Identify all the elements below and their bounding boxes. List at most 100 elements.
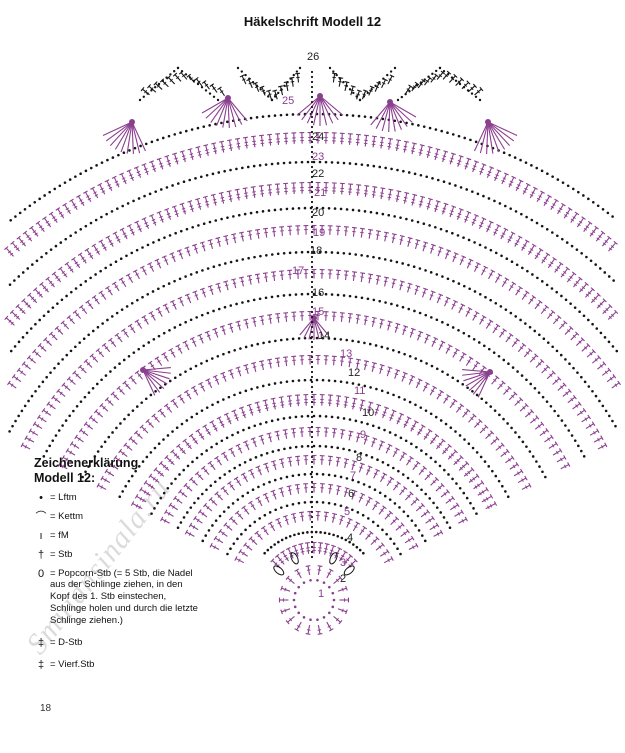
stitch-post-mark — [305, 455, 307, 465]
stitch-top-mark — [154, 356, 160, 360]
stitch-post-mark — [597, 444, 607, 450]
chain-stitch-mark — [208, 220, 212, 224]
stitch-bar-mark — [379, 444, 383, 447]
stitch-bar-mark — [87, 252, 92, 256]
stitch-bar-mark — [464, 411, 468, 415]
stitch-bar-mark — [572, 216, 576, 219]
stitch-top-mark — [520, 468, 524, 474]
stitch-bar-mark — [541, 259, 546, 263]
stitch-bar-mark — [211, 500, 216, 504]
chain-stitch-mark — [366, 422, 369, 426]
stitch-top-mark — [395, 368, 401, 372]
stitch-top-mark — [228, 447, 233, 451]
stitch-post-mark — [345, 271, 348, 281]
chain-stitch-mark — [467, 442, 471, 446]
chain-stitch-mark — [95, 382, 99, 386]
stitch-bar-mark — [166, 160, 171, 163]
chain-stitch-mark — [417, 529, 421, 532]
stitch-post-mark — [250, 537, 258, 545]
chain-stitch-mark — [362, 483, 366, 486]
stitch-top-mark — [602, 361, 607, 366]
stitch-bar-mark — [565, 391, 569, 395]
stitch-bar-mark — [36, 291, 41, 295]
stitch-top-mark — [186, 73, 191, 78]
stitch-post-mark — [149, 475, 160, 483]
chain-stitch-mark — [218, 514, 222, 518]
chain-stitch-mark — [432, 501, 435, 505]
stitch-top-mark — [600, 435, 604, 441]
stitch-post-mark — [280, 459, 284, 469]
stitch-post-mark — [269, 522, 276, 532]
stitch-bar-mark — [186, 486, 190, 490]
stitch-top-mark — [528, 348, 533, 353]
stitch-bar-mark — [608, 315, 612, 320]
stitch-post-mark — [28, 294, 38, 304]
stitch-post-mark — [249, 469, 255, 479]
chain-stitch-mark — [291, 474, 295, 478]
chain-stitch-mark — [310, 190, 314, 194]
stitch-top-mark — [388, 137, 394, 140]
chain-stitch-mark — [553, 409, 556, 413]
stitch-top-mark — [289, 76, 295, 79]
chain-stitch-mark — [367, 517, 370, 520]
chain-stitch-mark — [41, 380, 45, 384]
stitch-top-mark — [231, 409, 237, 413]
chain-stitch-mark — [497, 479, 501, 483]
stitch-bar-mark — [176, 76, 180, 80]
chain-stitch-mark — [529, 382, 533, 386]
stitch-top-mark — [283, 356, 289, 358]
stitch-bar-mark — [130, 176, 134, 180]
chain-stitch-mark — [310, 130, 314, 134]
chain-stitch-mark — [282, 294, 286, 297]
fan-stitch-mark — [479, 121, 489, 154]
stitch-top-mark — [447, 443, 452, 448]
chain-stitch-mark — [378, 256, 381, 260]
stitch-bar-mark — [10, 321, 14, 325]
stitch-post-mark — [228, 191, 232, 203]
stitch-post-mark — [405, 85, 411, 95]
stitch-bar-mark — [459, 466, 463, 471]
stitch-post-mark — [86, 249, 94, 260]
stitch-bar-mark — [163, 81, 167, 85]
stitch-post-mark — [442, 445, 451, 455]
chain-stitch-mark — [383, 428, 386, 432]
stitch-bar-mark — [441, 158, 446, 161]
chain-stitch-mark — [328, 585, 331, 589]
stitch-post-mark — [352, 227, 355, 237]
stitch-post-mark — [110, 463, 119, 470]
chain-stitch-mark — [291, 502, 295, 506]
chain-stitch-mark — [582, 455, 586, 458]
stitch-bar-mark — [396, 195, 400, 197]
stitch-bar-mark — [295, 552, 299, 555]
chain-stitch-mark — [301, 531, 305, 535]
stitch-post-mark — [281, 608, 291, 613]
chain-stitch-mark — [310, 145, 314, 149]
stitch-bar-mark — [101, 244, 106, 247]
stitch-bar-mark — [430, 247, 435, 250]
stitch-bar-mark — [244, 192, 248, 194]
stitch-post-mark — [173, 153, 179, 165]
stitch-bar-mark — [536, 252, 541, 256]
chain-stitch-mark — [560, 237, 564, 241]
chain-stitch-mark — [182, 516, 186, 519]
stitch-bar-mark — [196, 518, 200, 523]
stitch-post-mark — [245, 365, 249, 375]
stitch-bar-mark — [368, 233, 372, 235]
stitch-post-mark — [472, 161, 477, 173]
stitch-bar-mark — [449, 160, 453, 163]
chain-stitch-mark — [310, 440, 314, 444]
chain-stitch-mark — [342, 294, 346, 297]
stitch-post-mark — [540, 306, 548, 315]
chain-stitch-mark — [211, 403, 214, 407]
stitch-post-mark — [458, 518, 467, 524]
chain-stitch-mark — [64, 419, 68, 422]
stitch-post-mark — [211, 84, 218, 93]
chain-stitch-mark — [537, 391, 541, 394]
row-number-label: 6 — [348, 488, 354, 500]
chain-stitch-mark — [199, 175, 203, 179]
stitch-top-mark — [352, 489, 358, 493]
stitch-post-mark — [228, 482, 236, 491]
stitch-post-mark — [165, 511, 174, 517]
chain-stitch-mark — [82, 337, 86, 340]
chain-stitch-mark — [48, 444, 51, 448]
